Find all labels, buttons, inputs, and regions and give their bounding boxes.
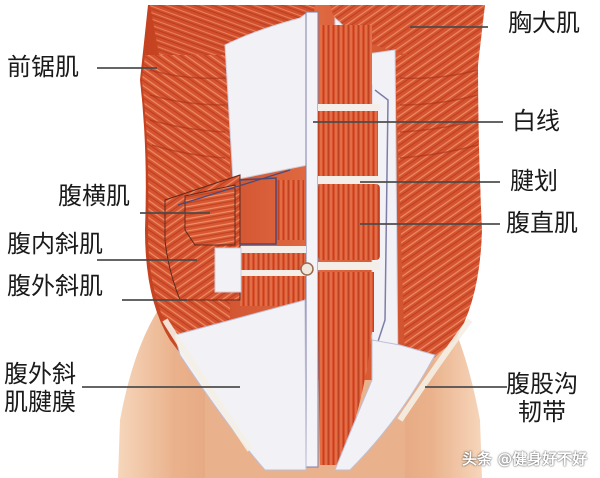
leader-transversus (140, 212, 210, 214)
external-oblique-right (395, 55, 482, 370)
label-inguinal-line2: 韧带 (518, 398, 566, 426)
leader-inguinal-ligament (425, 386, 507, 388)
label-transversus-abdominis: 腹横肌 (58, 182, 130, 210)
leader-linea-alba (313, 121, 503, 123)
label-rectus-abdominis: 腹直肌 (506, 209, 578, 237)
pectoralis-right (330, 5, 485, 65)
label-tendinous-intersection: 腱划 (510, 167, 558, 195)
label-serratus-anterior: 前锯肌 (7, 53, 79, 81)
leader-external-oblique (122, 299, 187, 301)
fascia-window-left (214, 247, 242, 293)
inguinal-ligament-left (162, 318, 253, 452)
transversus-abdominis-left (184, 184, 236, 246)
leader-internal-oblique (97, 259, 197, 261)
rectus-abdominis-right (318, 25, 380, 465)
leader-rectus-abdominis (360, 223, 500, 225)
label-external-oblique: 腹外斜肌 (7, 272, 103, 300)
label-linea-alba: 白线 (512, 107, 560, 135)
umbilicus (300, 262, 314, 276)
label-external-oblique-aponeurosis: 腹外斜 肌腱膜 (4, 360, 76, 416)
label-inguinal-ligament: 腹股沟 韧带 (506, 370, 578, 426)
aponeurosis-lower (174, 299, 307, 471)
label-aponeurosis-line1: 腹外斜 (4, 360, 76, 388)
label-aponeurosis-line2: 肌腱膜 (4, 388, 76, 416)
rectus-abdominis-left (240, 180, 304, 306)
inguinal-ligament-right (397, 318, 473, 422)
leader-tendinous-intersection (360, 181, 500, 183)
label-pectoralis-major: 胸大肌 (508, 9, 580, 37)
watermark: 头条 @健身好不好 (462, 450, 588, 468)
aponeurosis-lower-right (334, 339, 436, 471)
label-inguinal-line1: 腹股沟 (506, 370, 578, 398)
label-internal-oblique: 腹内斜肌 (7, 230, 103, 258)
leader-pectoralis (410, 26, 488, 28)
leader-serratus (97, 67, 157, 69)
leader-aponeurosis (82, 386, 240, 388)
linea-alba (305, 11, 319, 468)
